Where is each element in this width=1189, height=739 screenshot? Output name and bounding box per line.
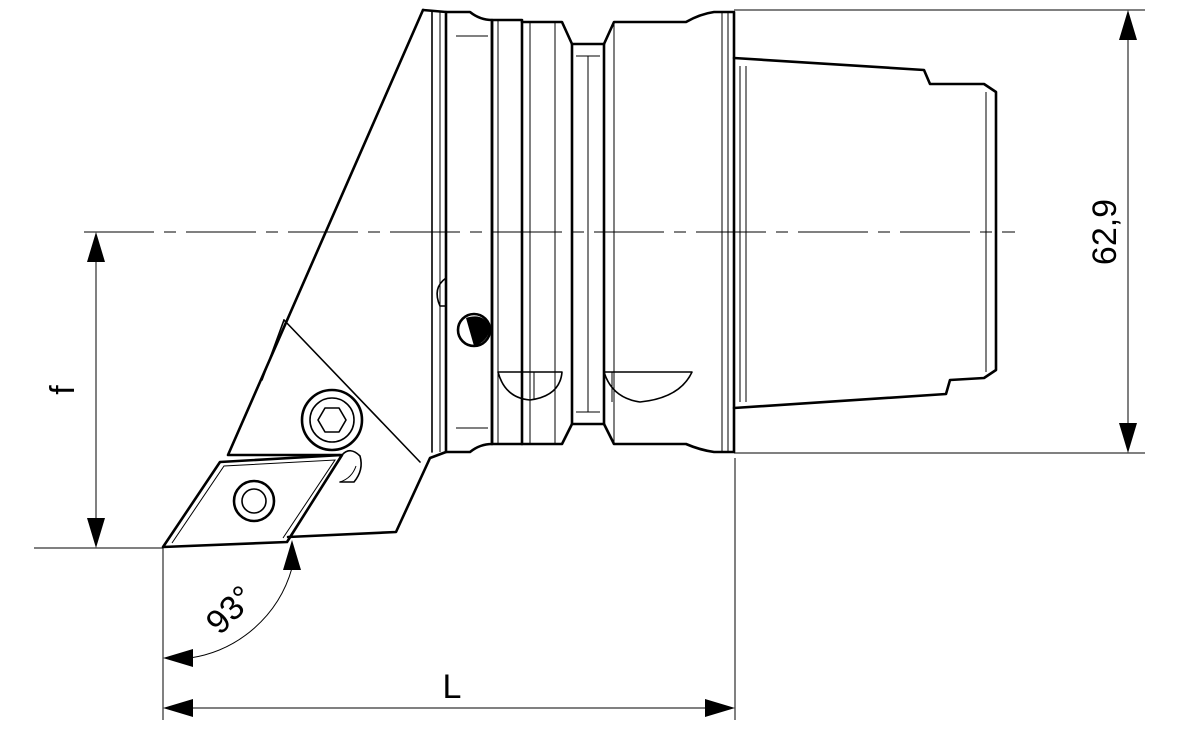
arrow-down-icon <box>87 518 105 548</box>
f-dimension: f <box>44 232 105 548</box>
angle-label: 93° <box>199 579 262 642</box>
length-label: L <box>443 668 462 706</box>
arrow-right-icon <box>705 699 735 717</box>
cutting-insert <box>161 453 344 549</box>
length-dimension: L <box>163 668 735 717</box>
flange-rings <box>436 10 736 454</box>
clamp-screw <box>300 388 364 452</box>
tool-head <box>226 8 448 539</box>
insert-hole <box>232 479 276 523</box>
hex-socket-icon <box>317 407 347 433</box>
angle-dimension: 93° <box>163 540 301 667</box>
height-dimension: 62,9 <box>1086 10 1137 453</box>
locating-pin <box>339 449 362 483</box>
height-label: 62,9 <box>1086 199 1124 265</box>
shank <box>732 56 998 410</box>
arrow-up-icon <box>87 232 105 262</box>
extension-lines <box>34 9 1145 720</box>
arrow-left-icon <box>163 649 193 667</box>
arrow-down-icon <box>1119 423 1137 453</box>
f-label: f <box>44 385 82 395</box>
arrow-left-icon <box>163 699 193 717</box>
arrow-up-icon <box>1119 10 1137 40</box>
arrow-up-icon <box>283 540 301 570</box>
